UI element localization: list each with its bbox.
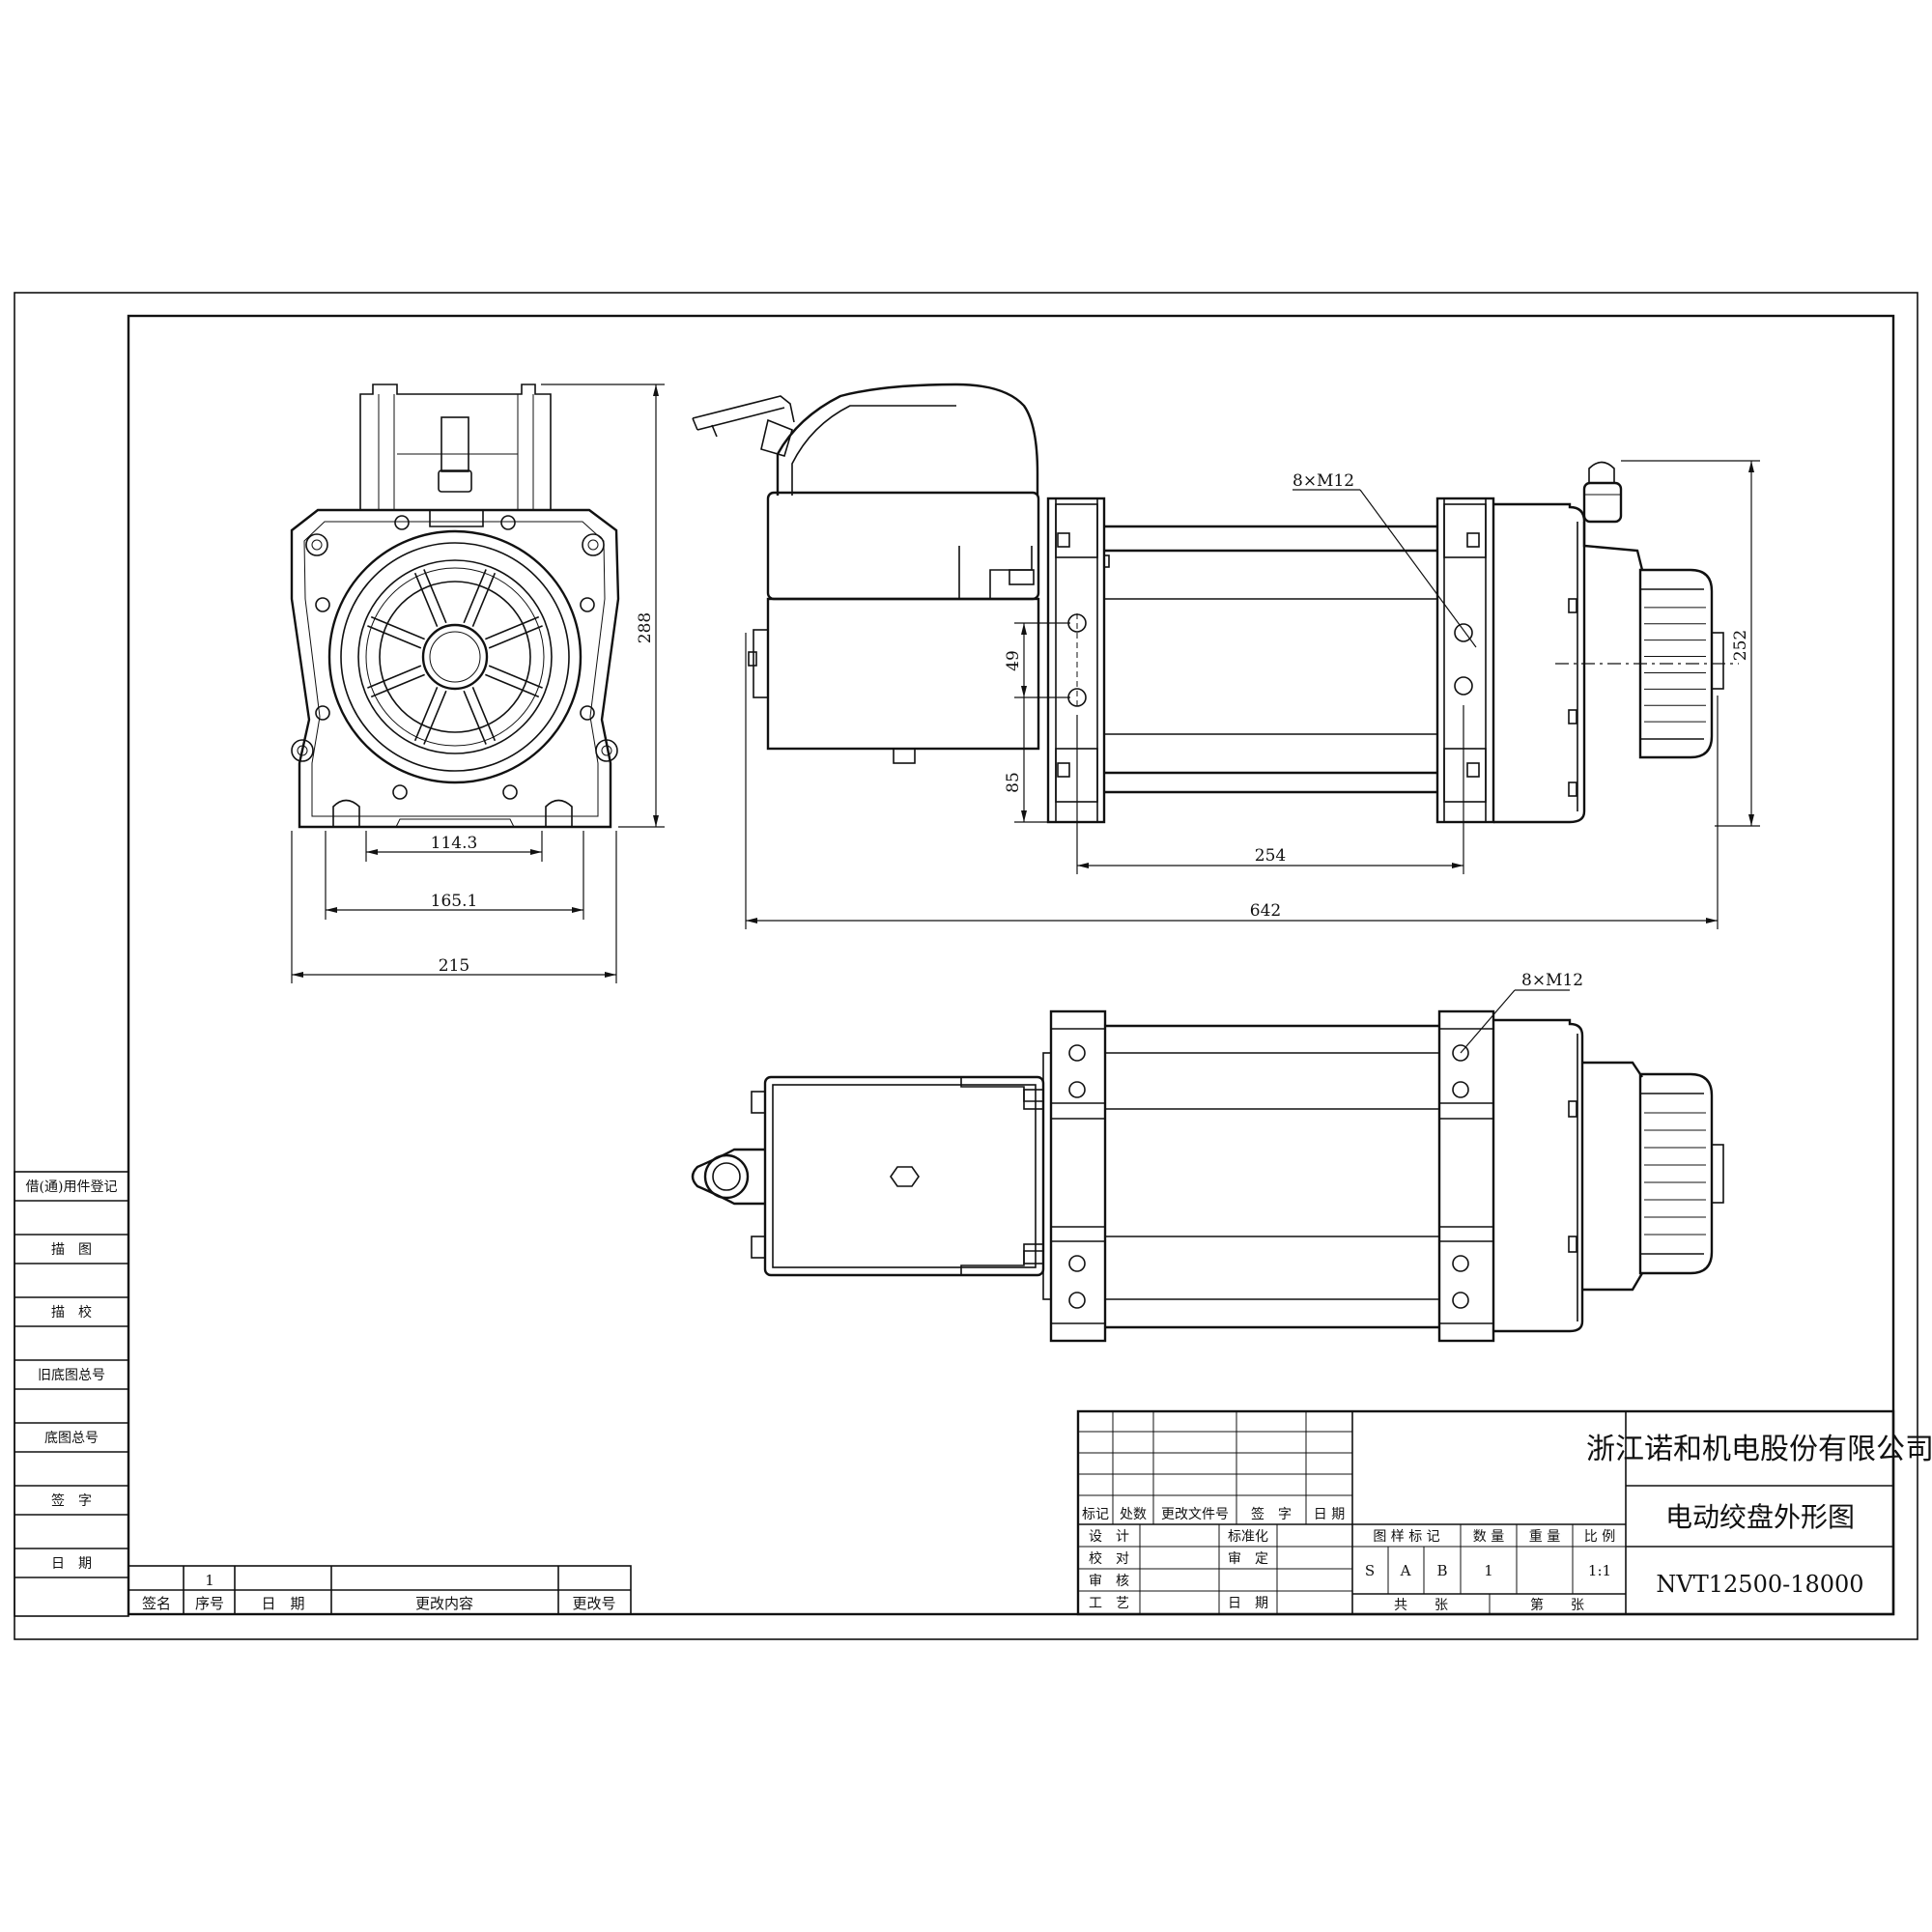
role-design: 设 计 xyxy=(1089,1529,1129,1545)
strip-sign: 签 字 xyxy=(51,1492,92,1509)
front-view: 114.3 165.1 215 288 xyxy=(290,384,665,983)
drawing-name: 电动绞盘外形图 xyxy=(1665,1501,1855,1533)
hdr-filenum: 更改文件号 xyxy=(1161,1507,1229,1522)
rev-number: 更改号 xyxy=(572,1595,615,1612)
revision-seq-value: 1 xyxy=(205,1572,214,1589)
dim-85: 85 xyxy=(1004,772,1023,793)
info-qty: 数 量 xyxy=(1473,1529,1504,1545)
dim-288: 288 xyxy=(636,612,655,643)
info-scale: 比 例 xyxy=(1584,1529,1615,1545)
rev-content: 更改内容 xyxy=(415,1595,473,1612)
side-view: 8×M12 49 85 254 642 252 xyxy=(692,383,1760,929)
title-block: 标记 处数 更改文件号 签 字 日 期 设 计 校 对 审 核 工 艺 标准化 … xyxy=(1076,1409,1932,1616)
role-approve: 审 定 xyxy=(1228,1551,1268,1567)
role-review: 审 核 xyxy=(1089,1574,1129,1589)
bottom-bolt-spec: 8×M12 xyxy=(1521,971,1583,990)
role-check: 校 对 xyxy=(1089,1550,1129,1567)
strip-check: 描 校 xyxy=(51,1304,92,1321)
hdr-date: 日 期 xyxy=(1314,1507,1345,1522)
scale-value: 1:1 xyxy=(1588,1562,1611,1579)
quantity-value: 1 xyxy=(1484,1562,1493,1579)
revision-block: 1 签名 序号 日 期 更改内容 更改号 xyxy=(128,1565,632,1615)
rev-seq: 序号 xyxy=(195,1595,224,1612)
mark-b: B xyxy=(1436,1562,1447,1579)
hdr-sign: 签 字 xyxy=(1251,1506,1292,1522)
sheet-number: 第 张 xyxy=(1530,1597,1584,1613)
sheets-total: 共 张 xyxy=(1394,1598,1448,1613)
info-mark: 图 样 标 记 xyxy=(1373,1529,1439,1545)
drawing-number: NVT12500-18000 xyxy=(1656,1571,1863,1598)
dim-642: 642 xyxy=(1250,901,1281,921)
dim-254: 254 xyxy=(1255,846,1286,866)
dim-215: 215 xyxy=(439,956,469,976)
dim-252: 252 xyxy=(1731,630,1750,661)
dim-114-3: 114.3 xyxy=(431,834,478,853)
rev-sign: 签名 xyxy=(142,1595,171,1612)
left-strip: 借(通)用件登记 描 图 描 校 旧底图总号 底图总号 签 字 日 期 xyxy=(14,1171,129,1617)
dim-49: 49 xyxy=(1004,650,1023,671)
hdr-count: 处数 xyxy=(1120,1507,1147,1522)
rev-date: 日 期 xyxy=(261,1595,304,1612)
strip-old-base: 旧底图总号 xyxy=(38,1368,105,1383)
side-bolt-spec: 8×M12 xyxy=(1293,471,1354,491)
role-process: 工 艺 xyxy=(1089,1596,1129,1611)
role-date: 日 期 xyxy=(1228,1596,1268,1611)
mark-s: S xyxy=(1365,1562,1375,1579)
info-weight: 重 量 xyxy=(1529,1529,1560,1545)
strip-base: 底图总号 xyxy=(44,1431,99,1446)
bottom-view: 8×M12 xyxy=(691,971,1724,1343)
company-name: 浙江诺和机电股份有限公司 xyxy=(1586,1433,1932,1466)
role-standard: 标准化 xyxy=(1228,1529,1268,1545)
inner-border xyxy=(127,314,1895,1616)
strip-date: 日 期 xyxy=(51,1556,92,1572)
hdr-mark: 标记 xyxy=(1082,1507,1109,1522)
mark-a: A xyxy=(1400,1562,1411,1579)
outer-border xyxy=(14,292,1918,1640)
strip-register: 借(通)用件登记 xyxy=(26,1179,118,1195)
strip-draw: 描 图 xyxy=(51,1242,92,1258)
dim-165-1: 165.1 xyxy=(431,892,478,911)
